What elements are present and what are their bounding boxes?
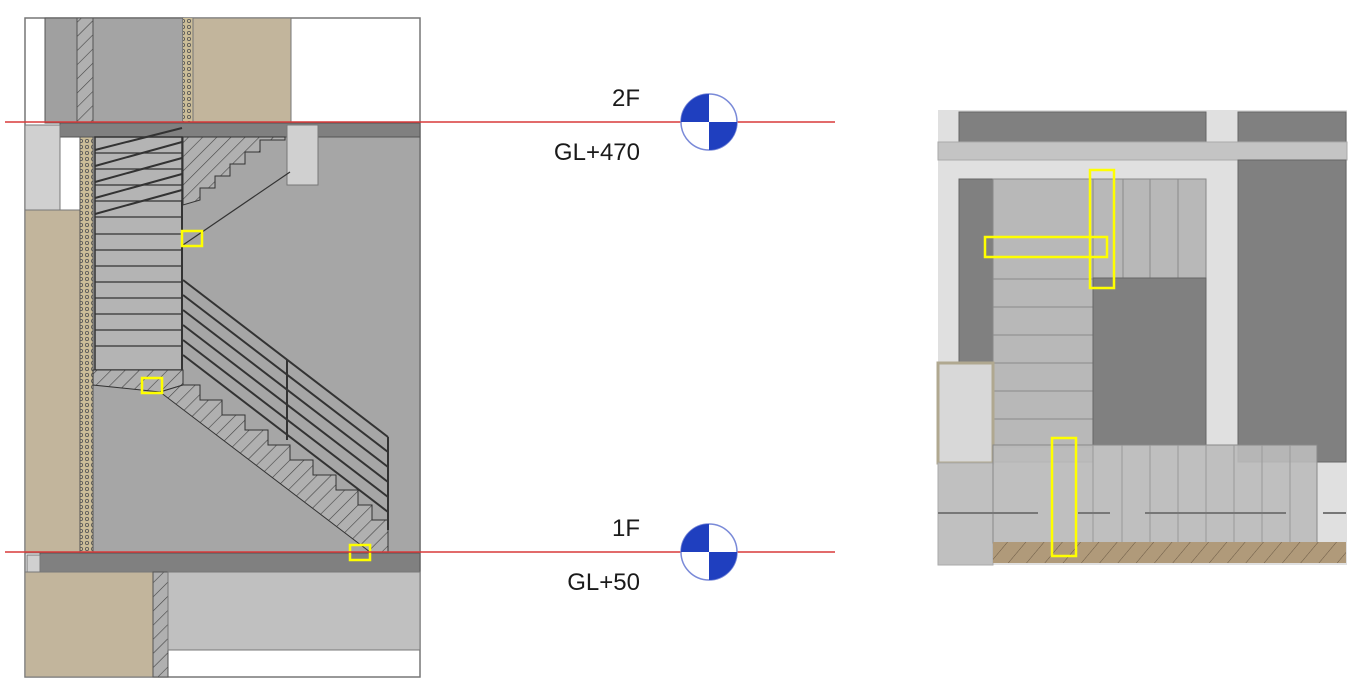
beam-section: [286, 124, 319, 186]
landing-lines: [1122, 179, 1179, 279]
insulation-strip-left: [79, 136, 94, 554]
level-2f[interactable]: 2F GL+470: [5, 85, 835, 166]
beam-top-right: [1237, 111, 1347, 144]
upper-railing: [94, 127, 183, 215]
wall-hatch: [76, 17, 94, 124]
upper-stringer: [182, 136, 286, 206]
stair-shaft-upper: [92, 17, 184, 124]
highlight-box: [983, 235, 1109, 259]
section-view: [24, 17, 421, 678]
beam-bracket: [24, 124, 61, 211]
wall-finish: [192, 17, 292, 124]
dark-block: [1092, 277, 1207, 446]
highlight-box: [180, 229, 204, 248]
floor-slab-2f: [59, 122, 421, 138]
wall-right: [1237, 159, 1347, 463]
detail-view: [936, 110, 1348, 566]
upper-flight: [94, 136, 183, 371]
wall-finish-lower: [24, 571, 154, 678]
lower-railing: [181, 200, 389, 530]
beam-top: [958, 111, 1207, 144]
wall-hatch-lower: [152, 571, 169, 678]
level-elevation: GL+50: [567, 569, 640, 596]
wall-finish-left: [24, 209, 81, 554]
door-frame: [936, 361, 995, 465]
floor-slab-1f: [39, 552, 421, 573]
highlight-box: [1088, 168, 1116, 290]
floor-finish: [993, 542, 1346, 563]
insulation-strip: [183, 18, 193, 123]
level-1f[interactable]: 1F GL+50: [5, 515, 835, 596]
level-head-icon[interactable]: [680, 523, 738, 581]
highlight-box: [140, 376, 164, 395]
lower-flight-lines: [1092, 445, 1291, 543]
lower-flight: [992, 444, 1318, 544]
level-name: 2F: [612, 85, 640, 112]
level-elevation: GL+470: [554, 139, 640, 166]
stair-flight: [992, 178, 1094, 463]
level-head-icon[interactable]: [680, 93, 738, 151]
ceiling-band: [937, 141, 1348, 161]
highlight-box: [1050, 436, 1078, 558]
lower-room: [167, 571, 421, 651]
lower-stringer: [158, 370, 389, 553]
level-name: 1F: [612, 515, 640, 542]
